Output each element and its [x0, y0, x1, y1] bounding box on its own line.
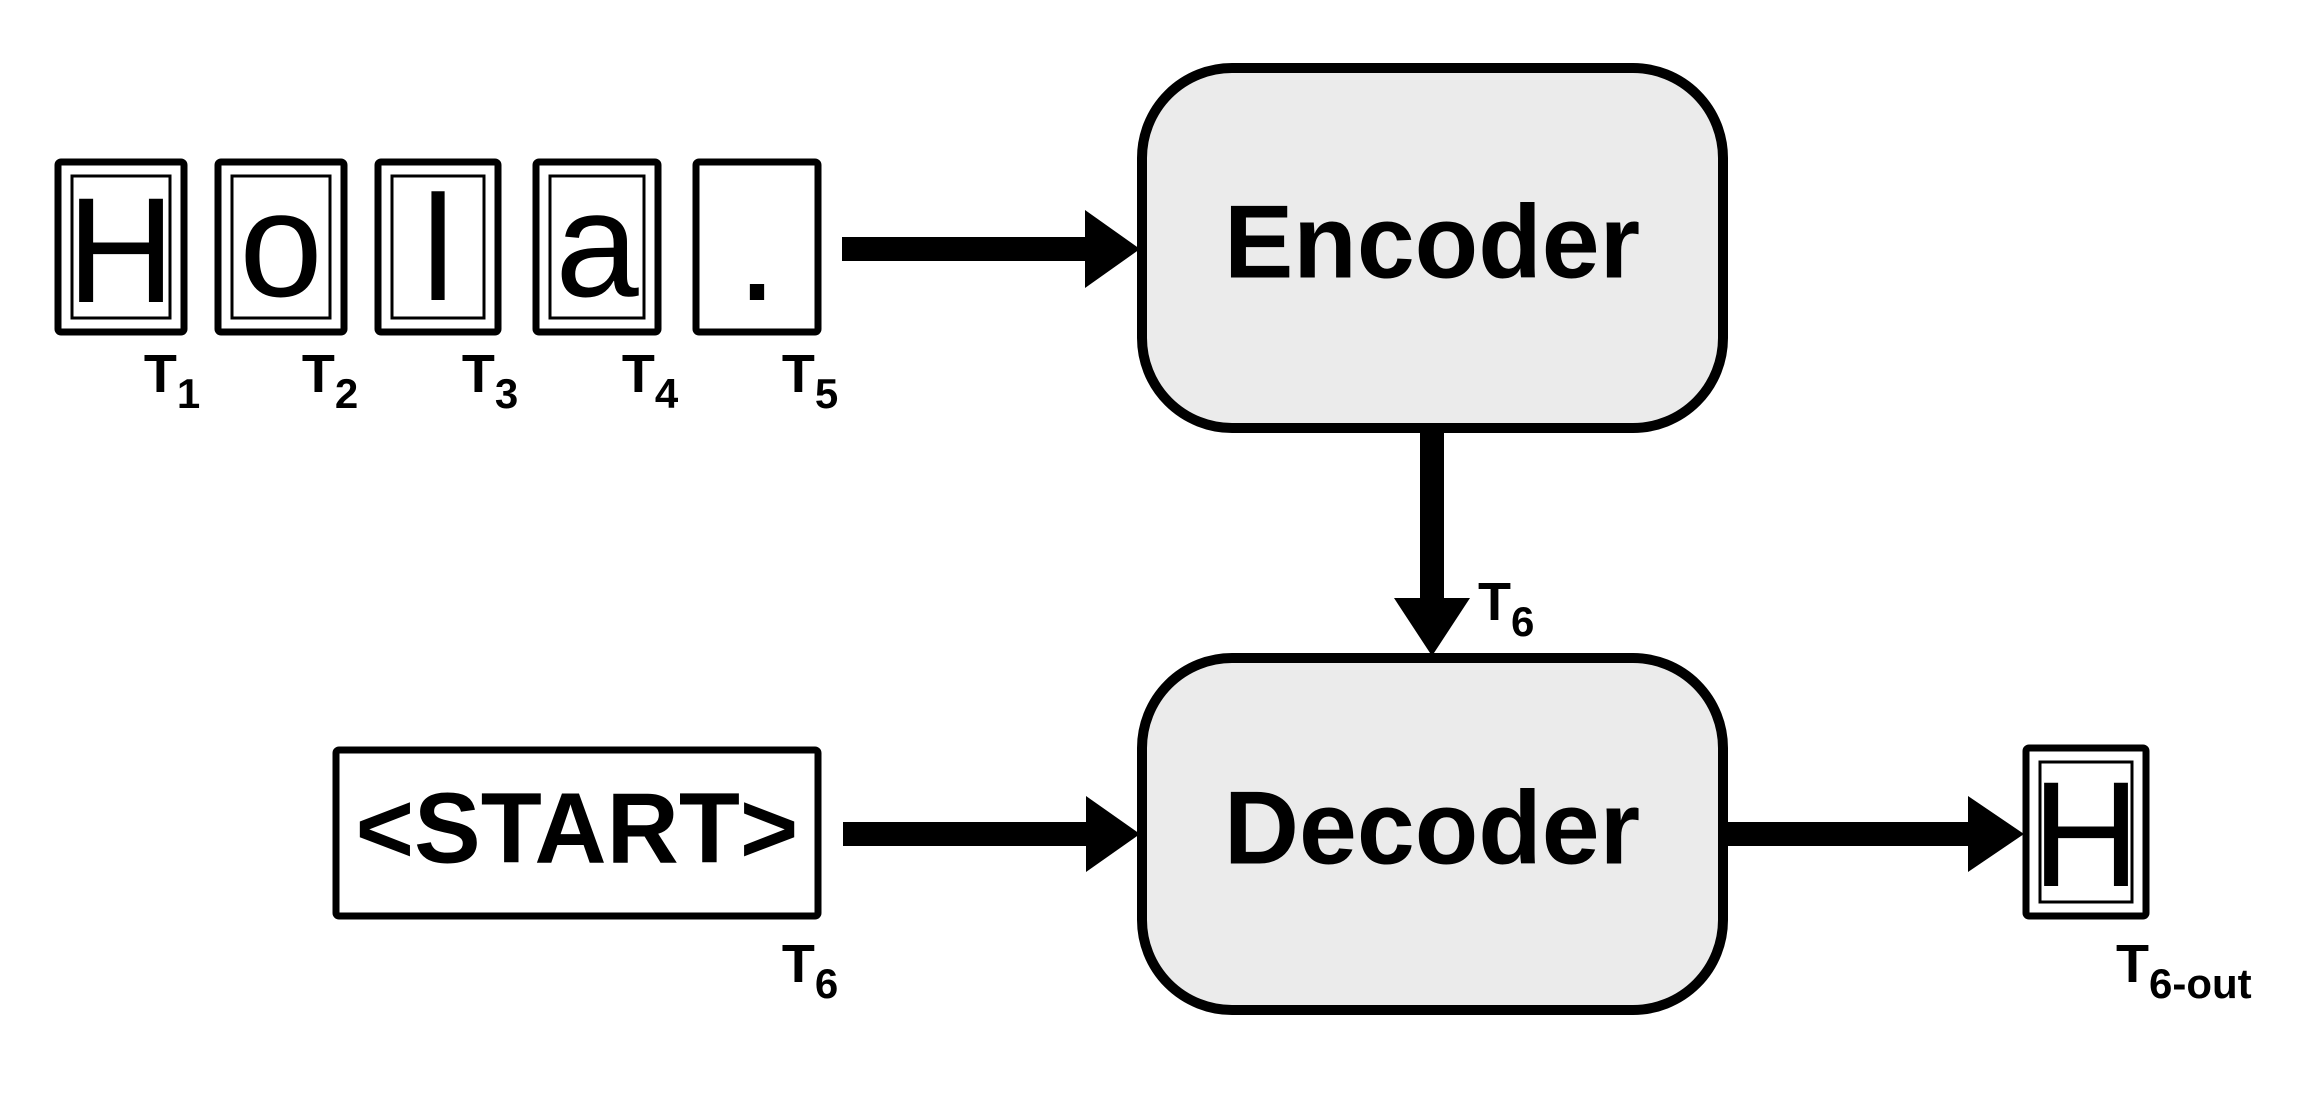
context-label: T [1478, 572, 1511, 632]
svg-text:T1: T1 [144, 344, 200, 417]
input-token-box [54, 158, 188, 336]
start-token-label: T [782, 934, 815, 994]
arrow-input-to-encoder [842, 210, 1140, 288]
output-token-label-sub: 6-out [2149, 960, 2252, 1007]
input-token-label-sub: 2 [335, 370, 358, 417]
svg-text:T6-out: T6-out [2116, 934, 2252, 1007]
start-token-label-sub: 6 [815, 960, 838, 1007]
input-token-label-sub: 1 [177, 370, 200, 417]
input-token-box [532, 158, 662, 336]
input-token-inner-box [70, 174, 172, 320]
arrow-shaft [842, 237, 1087, 261]
arrow-shaft [1723, 822, 1969, 846]
start-token: <START> T6 [332, 746, 838, 1007]
arrow-shaft [843, 822, 1088, 846]
input-token-char: a [555, 160, 639, 328]
input-token-label: T [622, 344, 655, 404]
input-token-label: T [144, 344, 177, 404]
svg-text:T6: T6 [782, 934, 838, 1007]
context-label-sub: 6 [1511, 598, 1534, 645]
input-token-label: T [302, 344, 335, 404]
decoder-block: Decoder [1137, 653, 1728, 1015]
input-token-char: . [736, 164, 778, 332]
input-token-2: o T2 [214, 158, 358, 417]
input-token-box [692, 158, 822, 336]
input-token-label-sub: 3 [495, 370, 518, 417]
output-token-box [2022, 744, 2150, 920]
input-token-5: . T5 [692, 158, 838, 417]
input-token-4: a T4 [532, 158, 679, 417]
encoder-block: Encoder [1137, 63, 1728, 433]
input-token-inner-box [548, 174, 646, 320]
input-token-label: T [462, 344, 495, 404]
start-token-box [332, 746, 822, 920]
arrow-shaft [1420, 428, 1444, 600]
output-token-inner-box [2038, 760, 2134, 904]
input-token-box [214, 158, 348, 336]
svg-text:T5: T5 [782, 344, 838, 417]
input-token-char: o [239, 160, 322, 328]
arrow-head [1968, 796, 2024, 872]
arrow-head [1086, 796, 1140, 872]
svg-text:T4: T4 [622, 344, 679, 417]
arrow-head [1394, 598, 1470, 656]
input-token-label: T [782, 344, 815, 404]
arrow-encoder-to-decoder: T6 [1394, 428, 1534, 656]
input-token-inner-box [390, 174, 486, 320]
input-token-inner-box [230, 174, 332, 320]
arrow-decoder-to-output [1723, 796, 2024, 872]
input-token-3: l T3 [374, 158, 518, 417]
output-token-label: T [2116, 934, 2149, 994]
input-token-1: H T1 [54, 158, 200, 417]
input-token-char: l [421, 164, 454, 332]
arrow-start-to-decoder [843, 796, 1140, 872]
input-token-box [374, 158, 502, 336]
svg-text:T3: T3 [462, 344, 518, 417]
encoder-label: Encoder [1224, 184, 1640, 300]
input-token-char: H [67, 166, 175, 334]
decoder-label: Decoder [1224, 770, 1640, 886]
output-token: H T6-out [2022, 744, 2252, 1007]
input-token-label-sub: 5 [815, 370, 838, 417]
start-token-text: <START> [356, 772, 799, 884]
arrow-head [1085, 210, 1140, 288]
svg-text:T6: T6 [1478, 572, 1534, 645]
input-token-label-sub: 4 [655, 370, 679, 417]
svg-text:T2: T2 [302, 344, 358, 417]
output-token-char: H [2032, 750, 2140, 918]
input-token-group: H T1 o T2 l T3 a T4 . T5 [54, 158, 838, 417]
